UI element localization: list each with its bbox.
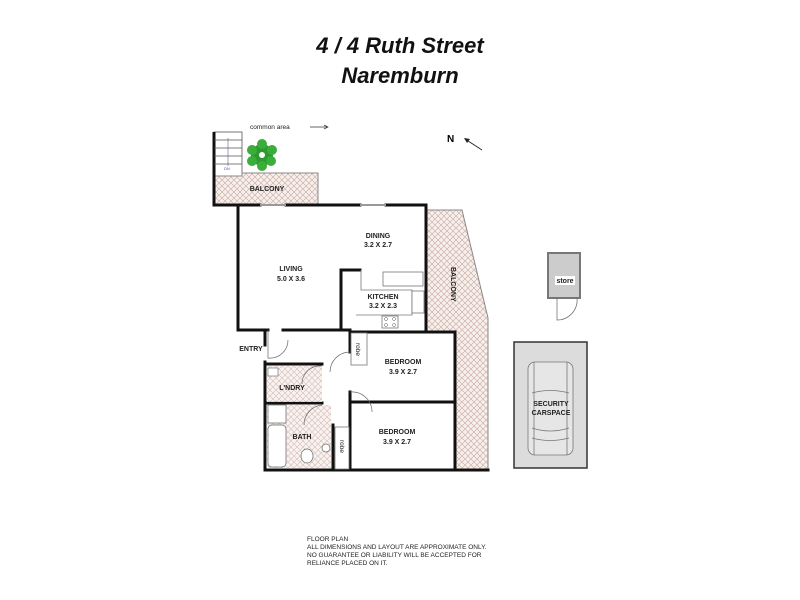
balcony-upper-label: BALCONY	[250, 186, 285, 193]
living-label: LIVING	[279, 266, 303, 273]
robe-1-label: robe	[354, 343, 361, 356]
north-label: N	[447, 134, 454, 145]
bedroom-1-label: BEDROOM	[385, 359, 422, 366]
kitchen-fittings	[356, 270, 425, 329]
store	[547, 252, 581, 299]
walls	[212, 203, 490, 472]
robe-2	[334, 426, 350, 470]
store-door	[556, 297, 578, 321]
robe-1	[350, 332, 368, 366]
kitchen-size: 3.2 X 2.3	[369, 303, 397, 310]
laundry-tub-icon	[267, 367, 279, 377]
store-label: store	[556, 278, 573, 285]
bathtub-icon	[267, 424, 287, 468]
dining-label: DINING	[366, 233, 391, 240]
stairs-down-label: DN	[224, 166, 230, 171]
disclaimer-line-2: ALL DIMENSIONS AND LAYOUT ARE APPROXIMAT…	[307, 544, 487, 551]
cooktop-icon	[381, 315, 399, 329]
living-size: 5.0 X 3.6	[277, 276, 305, 283]
entry-label: ENTRY	[239, 346, 263, 353]
plant-icon	[247, 139, 277, 171]
common-area-arrow-icon	[310, 124, 329, 130]
disclaimer-line-4: RELIANCE PLACED ON IT.	[307, 560, 388, 567]
stairs: DN	[212, 131, 243, 177]
robe-2-label: robe	[338, 440, 345, 453]
bedroom-2-size: 3.9 X 2.7	[383, 439, 411, 446]
balcony-side-label: BALCONY	[449, 267, 456, 302]
balcony-side	[425, 209, 489, 471]
common-area-label: common area	[250, 124, 290, 131]
bedroom-2-label: BEDROOM	[379, 429, 416, 436]
north-arrow-icon	[464, 138, 483, 151]
basin-icon	[321, 443, 331, 453]
dining-size: 3.2 X 2.7	[364, 242, 392, 249]
title-suburb: Naremburn	[341, 63, 458, 88]
carspace-label-2: CARSPACE	[532, 410, 571, 417]
bath-label: BATH	[293, 434, 312, 441]
doors	[267, 330, 373, 426]
toilet-icon	[300, 448, 314, 464]
title-address: 4 / 4 Ruth Street	[315, 33, 485, 58]
kitchen-label: KITCHEN	[367, 294, 398, 301]
carspace-label-1: SECURITY	[533, 401, 569, 408]
disclaimer-line-1: FLOOR PLAN	[307, 536, 348, 543]
bedroom-1-size: 3.9 X 2.7	[389, 369, 417, 376]
car-icon	[527, 361, 574, 456]
laundry-label: L'NDRY	[279, 385, 305, 392]
shower-icon	[267, 404, 287, 424]
disclaimer-line-3: NO GUARANTEE OR LIABILITY WILL BE ACCEPT…	[307, 552, 482, 559]
